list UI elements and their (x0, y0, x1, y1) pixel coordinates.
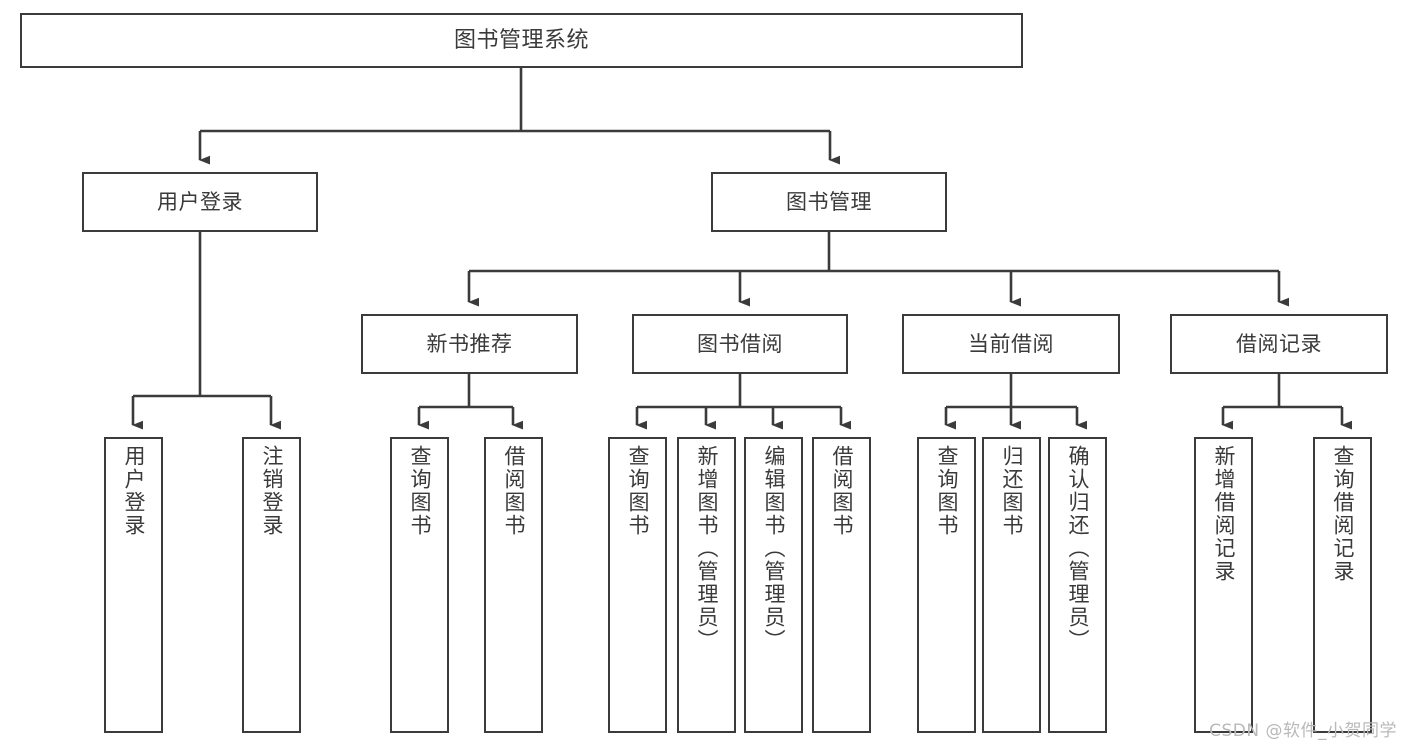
node-leaf-add-record[interactable]: 新增借阅记录 (1194, 437, 1253, 733)
node-leaf-borrow-book-1-label: 借阅图书 (502, 445, 526, 537)
node-leaf-borrow-book-2-label: 借阅图书 (830, 445, 854, 537)
node-book-manage[interactable]: 图书管理 (711, 172, 947, 232)
node-leaf-edit-book-label: 编辑图书（管理员） (762, 445, 786, 652)
node-leaf-return-book-label: 归还图书 (1000, 445, 1024, 537)
node-leaf-user-login[interactable]: 用户登录 (104, 437, 163, 733)
node-leaf-user-logout-label: 注销登录 (260, 445, 284, 537)
node-leaf-query-book-2-label: 查询图书 (626, 445, 650, 537)
node-user-login-label: 用户登录 (157, 189, 243, 214)
node-book-borrow-label: 图书借阅 (697, 331, 783, 356)
node-leaf-user-logout[interactable]: 注销登录 (242, 437, 301, 733)
node-root[interactable]: 图书管理系统 (20, 13, 1023, 68)
node-leaf-add-book[interactable]: 新增图书（管理员） (677, 437, 736, 733)
node-user-login[interactable]: 用户登录 (82, 172, 318, 232)
node-borrow-record-label: 借阅记录 (1236, 331, 1322, 356)
node-leaf-edit-book[interactable]: 编辑图书（管理员） (744, 437, 803, 733)
node-leaf-query-book-3[interactable]: 查询图书 (917, 437, 976, 733)
node-leaf-borrow-book-1[interactable]: 借阅图书 (484, 437, 543, 733)
node-leaf-query-book-2[interactable]: 查询图书 (608, 437, 667, 733)
node-new-book-rec[interactable]: 新书推荐 (361, 314, 578, 374)
node-borrow-record[interactable]: 借阅记录 (1170, 314, 1388, 374)
node-leaf-return-book[interactable]: 归还图书 (982, 437, 1041, 733)
node-leaf-query-book-3-label: 查询图书 (935, 445, 959, 537)
node-leaf-query-book-1[interactable]: 查询图书 (390, 437, 449, 733)
node-leaf-query-record-label: 查询借阅记录 (1331, 445, 1355, 583)
node-new-book-rec-label: 新书推荐 (426, 331, 513, 356)
node-book-manage-label: 图书管理 (786, 189, 872, 214)
node-leaf-confirm-return[interactable]: 确认归还（管理员） (1048, 437, 1107, 733)
watermark: CSDN @软件_小贺同学 (1209, 721, 1397, 741)
node-leaf-borrow-book-2[interactable]: 借阅图书 (812, 437, 871, 733)
node-leaf-user-login-label: 用户登录 (122, 445, 146, 537)
node-leaf-query-book-1-label: 查询图书 (408, 445, 432, 537)
node-current-borrow[interactable]: 当前借阅 (902, 314, 1120, 374)
node-leaf-add-record-label: 新增借阅记录 (1212, 445, 1236, 583)
node-root-label: 图书管理系统 (453, 27, 589, 53)
node-leaf-confirm-return-label: 确认归还（管理员） (1066, 445, 1090, 652)
node-leaf-query-record[interactable]: 查询借阅记录 (1313, 437, 1372, 733)
node-book-borrow[interactable]: 图书借阅 (632, 314, 848, 374)
node-leaf-add-book-label: 新增图书（管理员） (695, 445, 719, 652)
node-current-borrow-label: 当前借阅 (968, 331, 1054, 356)
